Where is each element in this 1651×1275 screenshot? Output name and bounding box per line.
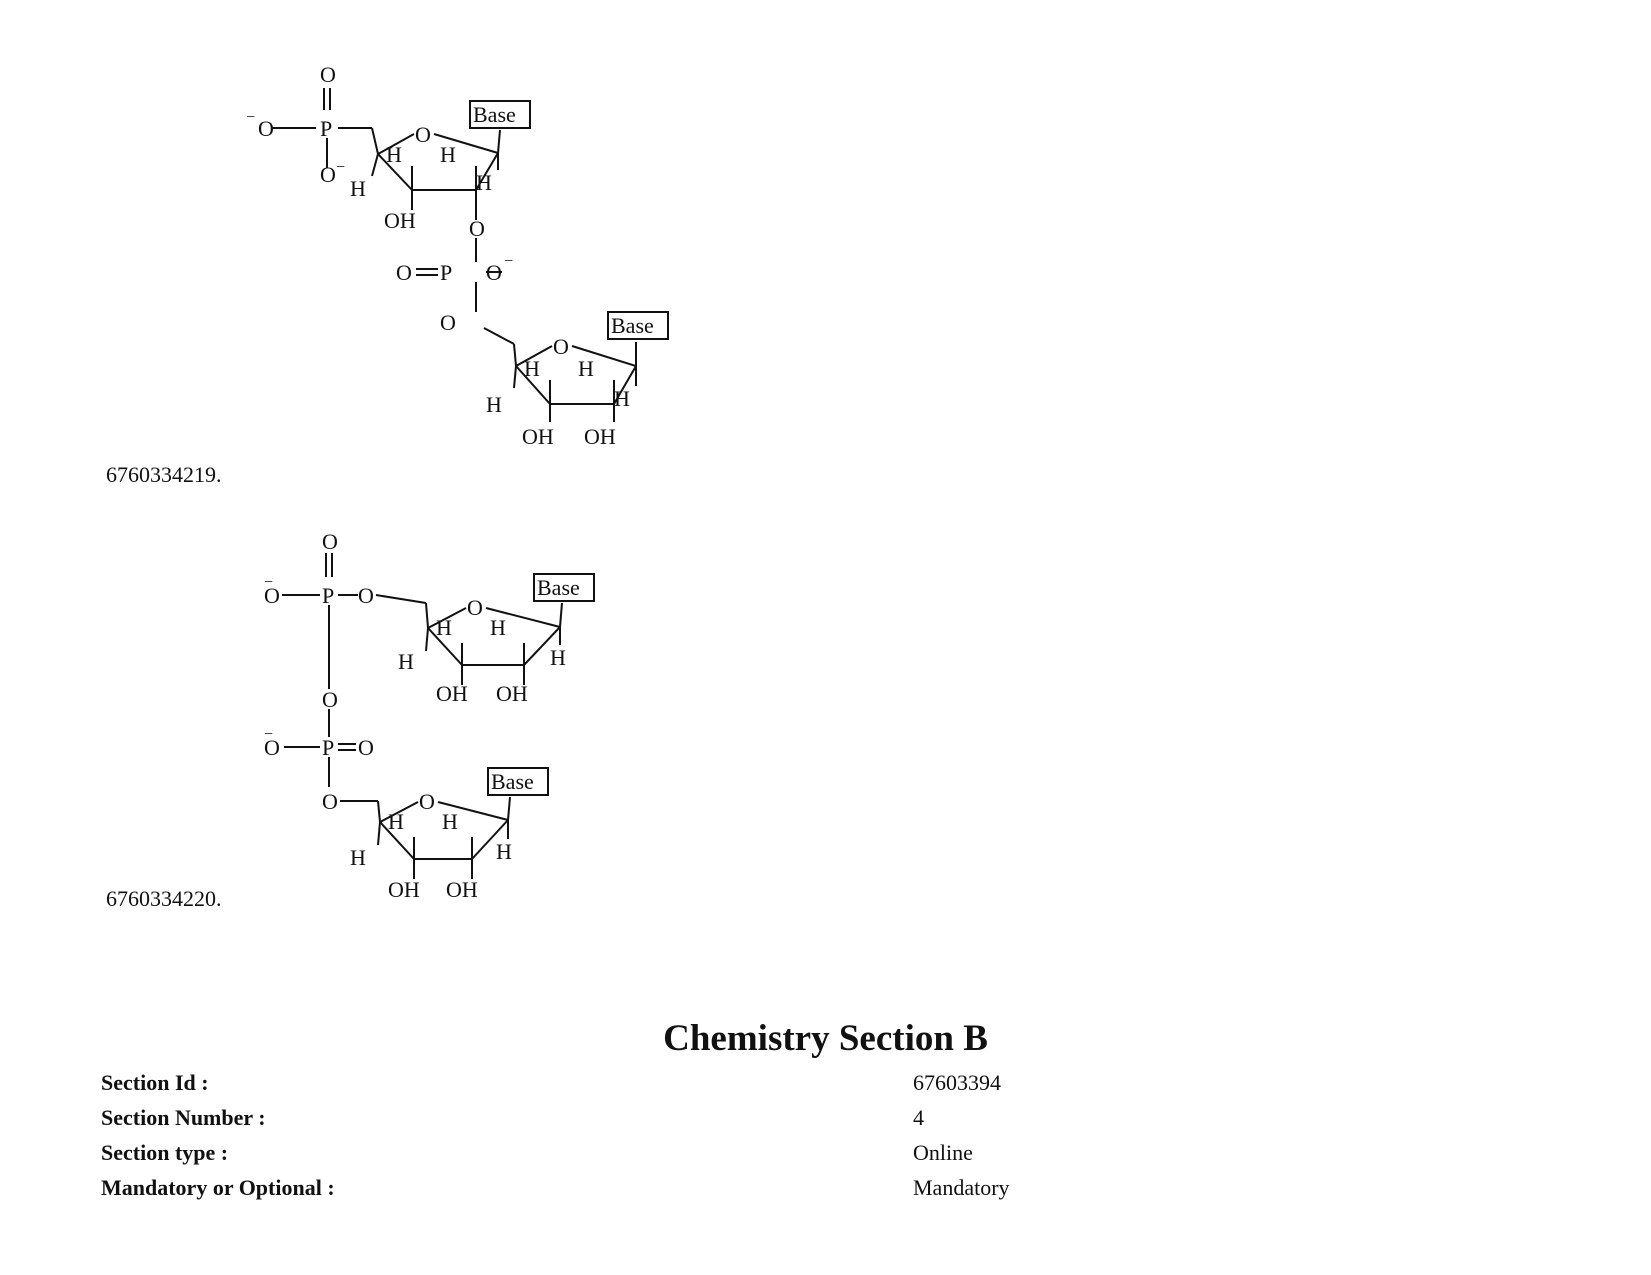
atom-label: H xyxy=(398,649,414,674)
atom-label: O xyxy=(415,122,431,147)
mandatory-value: Mandatory xyxy=(913,1174,1010,1200)
charge-label: − xyxy=(246,109,255,126)
atom-label: O xyxy=(358,583,374,608)
atom-label: H xyxy=(578,356,594,381)
atom-label: H xyxy=(350,845,366,870)
section-number-label: Section Number : xyxy=(101,1104,266,1130)
section-type-value: Online xyxy=(913,1139,973,1165)
section-title: Chemistry Section B xyxy=(663,1018,988,1059)
base-label: Base xyxy=(491,769,534,794)
atom-label: O xyxy=(258,116,274,141)
atom-label: H xyxy=(496,839,512,864)
atom-label: H xyxy=(440,142,456,167)
base-label: Base xyxy=(473,102,516,127)
atom-label: H xyxy=(550,645,566,670)
atom-label: OH xyxy=(496,681,528,706)
atom-label: H xyxy=(436,615,452,640)
atom-label: O xyxy=(358,735,374,760)
atom-label: H xyxy=(386,142,402,167)
option-id-1: 6760334219. xyxy=(106,462,222,487)
structure-1-svg: O P O − O − O Base H H H H OH O O P O − … xyxy=(246,62,669,449)
atom-label: OH xyxy=(584,424,616,449)
atom-label: OH xyxy=(384,208,416,233)
atom-label: OH xyxy=(446,877,478,902)
atom-label: OH xyxy=(388,877,420,902)
atom-label: H xyxy=(476,170,492,195)
mandatory-label: Mandatory or Optional : xyxy=(101,1174,335,1200)
atom-label: O xyxy=(264,583,280,608)
charge-label: − xyxy=(504,253,513,270)
atom-label: H xyxy=(524,356,540,381)
base-label: Base xyxy=(537,575,580,600)
section-info-row: Section type : Online xyxy=(101,1135,1010,1170)
atom-label: H xyxy=(614,386,630,411)
atom-label: O xyxy=(264,735,280,760)
atom-label: O xyxy=(553,334,569,359)
section-info-row: Mandatory or Optional : Mandatory xyxy=(101,1170,1010,1205)
atom-label: H xyxy=(486,392,502,417)
charge-label: − xyxy=(264,726,273,743)
section-id-value: 67603394 xyxy=(913,1069,1001,1095)
charge-label: − xyxy=(336,159,345,176)
section-type-label: Section type : xyxy=(101,1139,229,1165)
dinucleotide-structure-2: O P O − O O Base H H H H OH OH O O − P O… xyxy=(240,525,720,930)
atom-label: O xyxy=(440,310,456,335)
atom-label: O xyxy=(322,687,338,712)
atom-label: O xyxy=(322,789,338,814)
structure-2-svg: O P O − O O Base H H H H OH OH O O − P O… xyxy=(264,529,595,902)
atom-label: O xyxy=(320,162,336,187)
section-id-label: Section Id : xyxy=(101,1069,209,1095)
atom-label: O xyxy=(419,789,435,814)
atom-label: H xyxy=(490,615,506,640)
atom-label: O xyxy=(322,529,338,554)
atom-label: O xyxy=(486,260,502,285)
atom-label: OH xyxy=(436,681,468,706)
section-number-value: 4 xyxy=(913,1104,924,1130)
section-info-row: Section Id : 67603394 xyxy=(101,1065,1010,1100)
atom-label: O xyxy=(469,216,485,241)
atom-label: O xyxy=(467,595,483,620)
atom-label: H xyxy=(350,176,366,201)
base-label: Base xyxy=(611,313,654,338)
section-info-table: Section Id : 67603394 Section Number : 4… xyxy=(101,1065,1010,1205)
atom-label: P xyxy=(322,583,334,608)
atom-label: O xyxy=(320,62,336,87)
atom-label: H xyxy=(442,809,458,834)
section-info-row: Section Number : 4 xyxy=(101,1100,1010,1135)
atom-label: P xyxy=(440,260,452,285)
atom-label: OH xyxy=(522,424,554,449)
atom-label: O xyxy=(396,260,412,285)
dinucleotide-structure-1: O P O − O − O Base H H H H OH O O P O − … xyxy=(240,50,720,495)
atom-label: P xyxy=(320,116,332,141)
atom-label: H xyxy=(388,809,404,834)
charge-label: − xyxy=(264,574,273,591)
option-id-2: 6760334220. xyxy=(106,886,222,911)
atom-label: P xyxy=(322,735,334,760)
